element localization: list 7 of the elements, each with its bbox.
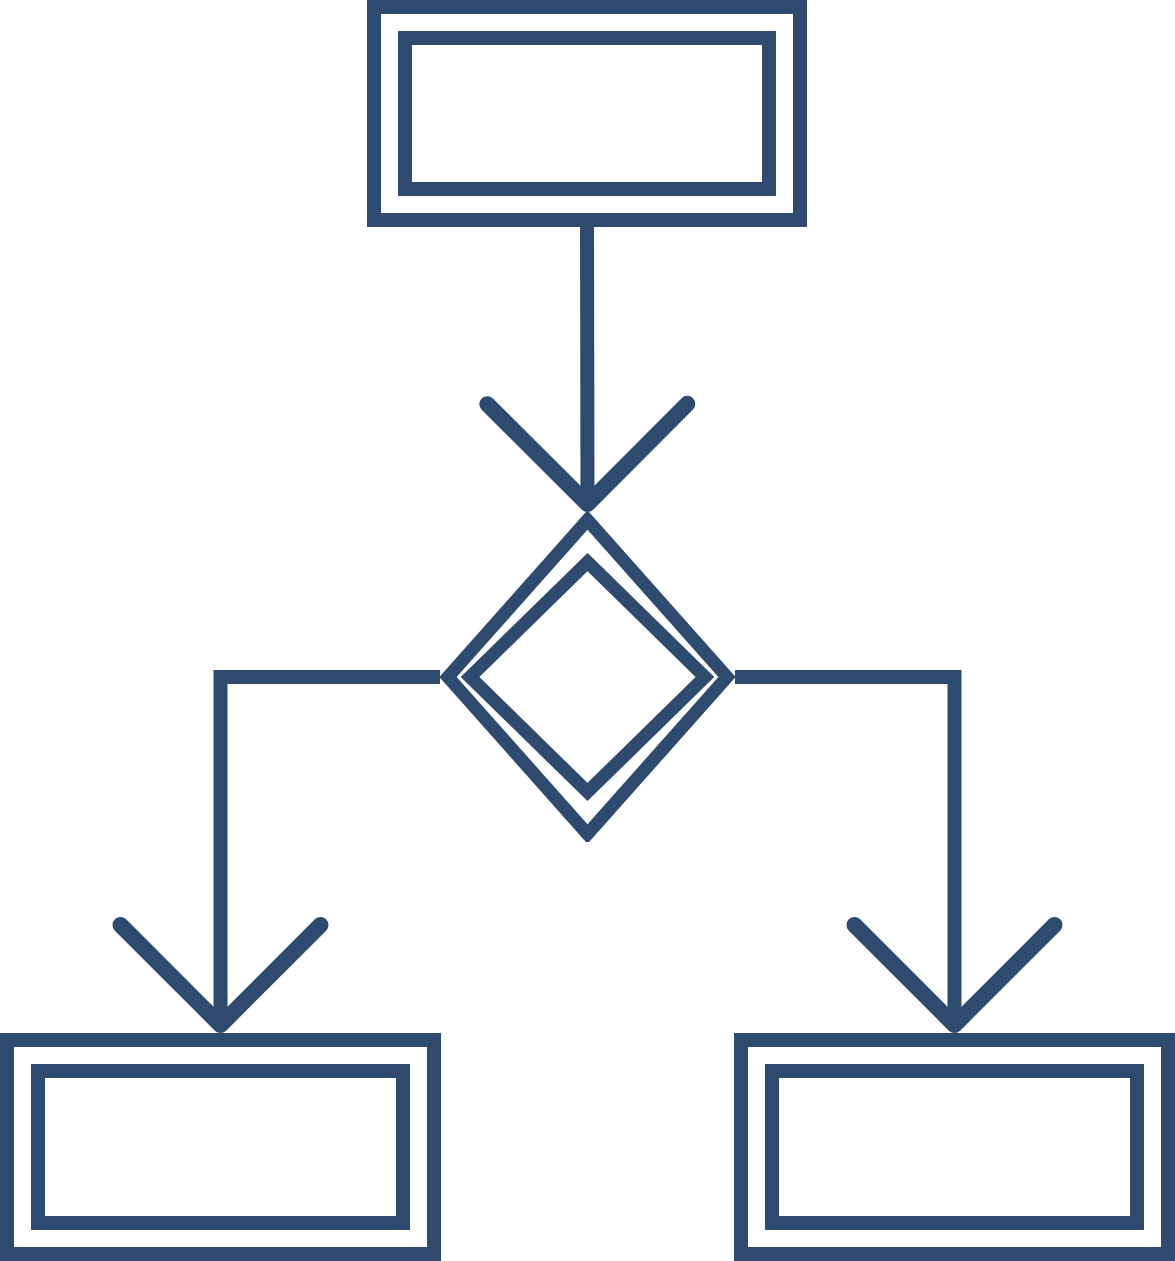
arrow (479, 226, 696, 512)
arrow (735, 670, 1063, 1033)
arrow (112, 670, 440, 1033)
process-box (0, 1033, 441, 1261)
process-box (367, 0, 807, 227)
process-box (734, 1033, 1175, 1261)
decision-diamond (440, 512, 735, 842)
